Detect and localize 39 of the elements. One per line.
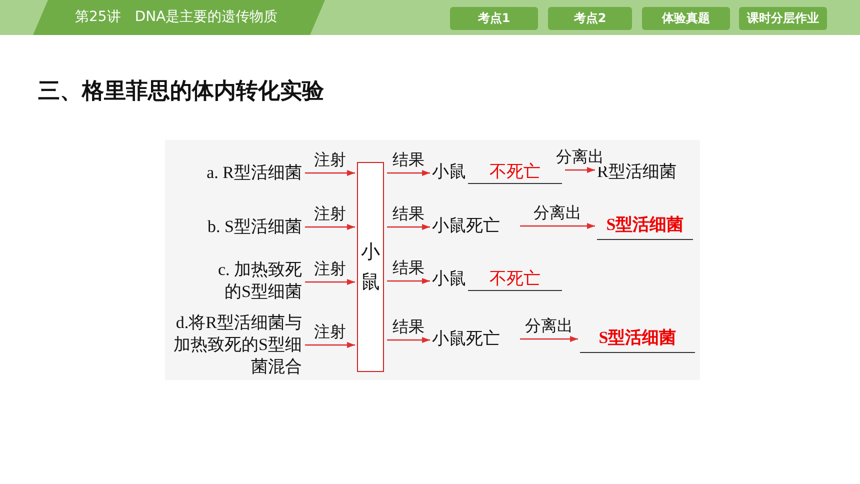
edge-label: 结果 (392, 206, 424, 224)
arrow (305, 342, 355, 348)
edge-label: 注射 (314, 152, 346, 170)
nav-tab: 考点2 (548, 7, 632, 30)
sample-text: c. 加热致死的S型细菌 (207, 259, 302, 305)
sample-text: b. S型活细菌 (170, 216, 302, 238)
edge-label: 注射 (314, 206, 346, 224)
nav-tab: 体验真题 (642, 7, 730, 30)
mouse-box: 小鼠 (357, 162, 384, 372)
edge-label: 结果 (392, 319, 424, 337)
arrow (520, 223, 595, 229)
arrow (305, 224, 355, 230)
edge-label: 结果 (392, 260, 424, 278)
arrow (305, 170, 355, 176)
edge-label: 分离出 (525, 318, 573, 336)
arrow (387, 278, 430, 284)
result-text: 小鼠 (432, 269, 466, 288)
edge-label: 注射 (314, 261, 346, 279)
fill-in-answer: S型活细菌 (580, 327, 695, 353)
sample-text: a. R型活细菌 (170, 162, 302, 184)
edge-label: 注射 (314, 324, 346, 342)
fill-in-answer: 不死亡 (468, 268, 562, 291)
result-text: 小鼠死亡 (432, 328, 517, 352)
nav-tab: 考点1 (450, 7, 538, 30)
nav-tab: 课时分层作业 (739, 7, 827, 30)
edge-label: 结果 (392, 152, 424, 170)
fill-in-answer: S型活细菌 (597, 214, 693, 240)
arrow (520, 336, 578, 342)
result-text: 小鼠 (432, 162, 466, 181)
arrow (305, 279, 355, 285)
section-heading: 三、格里菲思的体内转化实验 (38, 78, 324, 106)
result-text: 小鼠死亡 (432, 215, 517, 239)
arrow (387, 337, 430, 343)
arrow (387, 170, 430, 176)
arrow (565, 167, 595, 173)
sample-text: d.将R型活细菌与加热致死的S型细菌混合 (172, 312, 302, 378)
lesson-title: 第25讲 DNA是主要的遗传物质 (75, 8, 278, 26)
arrow (387, 224, 430, 230)
edge-label: 分离出 (534, 205, 582, 223)
